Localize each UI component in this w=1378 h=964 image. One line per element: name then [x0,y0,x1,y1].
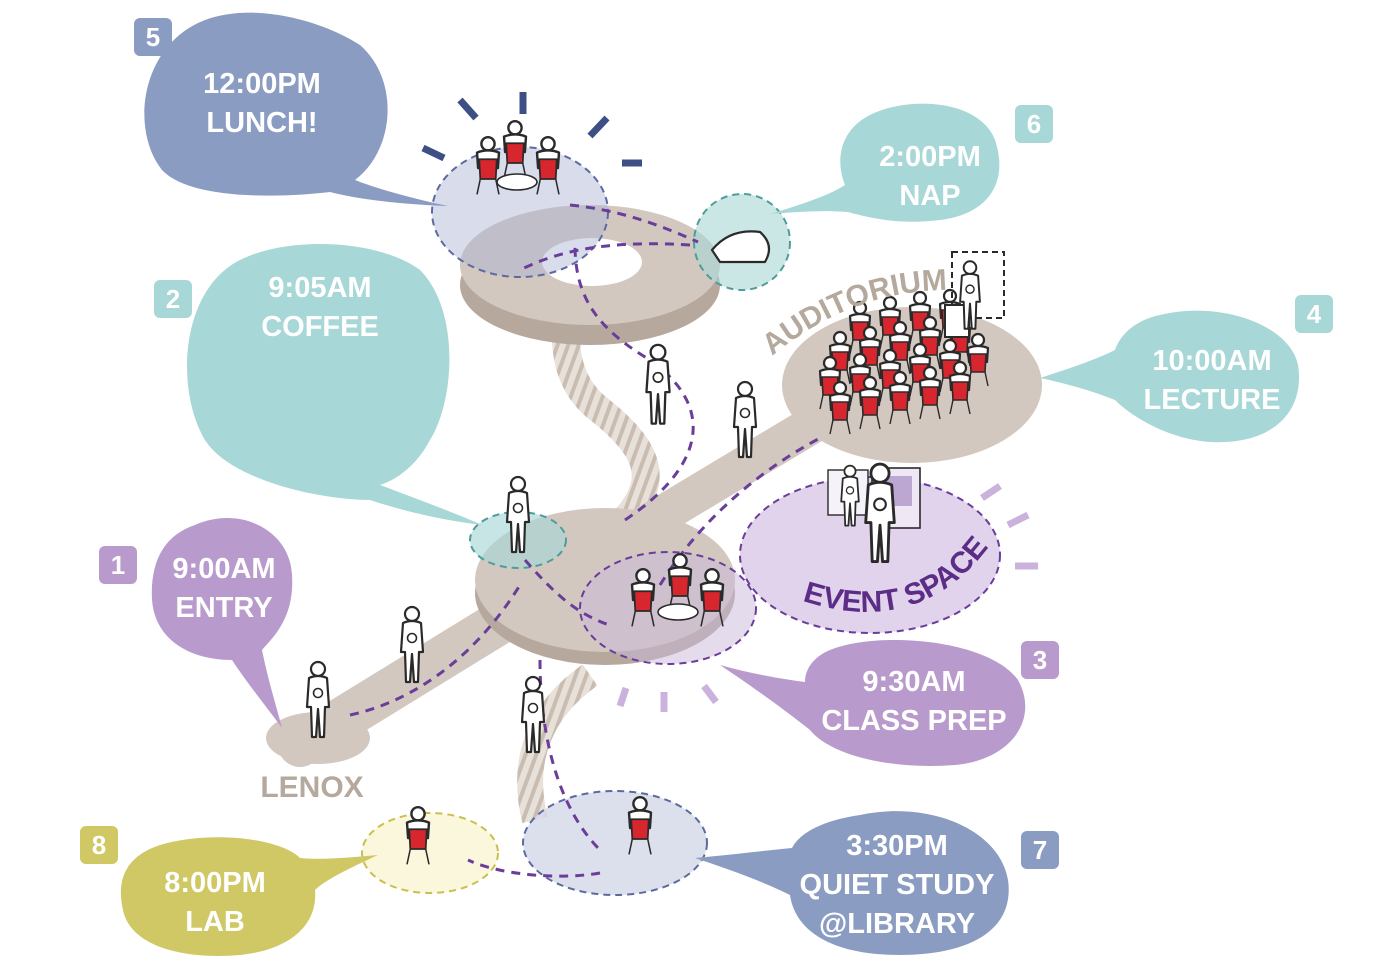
zone-lunch [431,146,609,278]
badge-2 [154,280,192,318]
bubble-quiet-study [695,811,1009,955]
badge-6 [1015,105,1053,143]
lunch-activity: LUNCH! [206,107,317,139]
audience-seat-20 [948,360,972,415]
badge-8 [80,826,118,864]
badge-7-number: 7 [1033,835,1047,865]
person-event-back [840,464,860,527]
stop-4-lecture: 10:00AM LECTURE 4 [1040,295,1333,443]
route-classprep-lecture [658,436,821,586]
person-stair-lower [520,675,546,754]
bubble-lunch [144,12,448,207]
quietstudy-location: @LIBRARY [819,908,975,940]
nap-time: 2:00PM [879,141,981,173]
person-lunch-center [502,119,528,179]
zone-lab [361,812,499,894]
badge-8-number: 8 [92,830,106,860]
walkway-network [266,205,1042,824]
person-event [864,462,896,564]
person-lunch-right [535,135,561,195]
badge-7 [1021,831,1059,869]
route-lunch-nap [569,203,699,244]
nap-activity: NAP [899,180,960,212]
coffee-activity: COFFEE [261,311,379,343]
stop-6-nap: 2:00PM NAP 6 [770,103,1053,222]
classprep-emphasis-ticks [616,683,719,712]
lab-activity: LAB [185,906,245,938]
person-library [627,795,653,855]
route-library-lab [467,858,601,878]
entry-time: 9:00AM [172,553,275,585]
zone-library [522,790,708,896]
route-hub-library [538,659,602,852]
bubble-entry [151,518,293,728]
label-lenox: LENOX [260,771,363,804]
stop-5-lunch: 12:00PM LUNCH! 5 [134,12,448,207]
coffee-time: 9:05AM [268,272,371,304]
lecturer-podium [944,251,1005,338]
lunch-table [496,173,538,191]
ring-hole [542,238,642,286]
event-emphasis-ticks [980,483,1038,570]
badge-5 [134,18,172,56]
person-stair-upper [645,343,671,425]
badge-3-number: 3 [1033,645,1047,675]
classprep-time: 9:30AM [862,666,965,698]
audience-seat-16 [828,380,852,435]
person-classprep-right [699,567,725,627]
quietstudy-activity: QUIET STUDY [800,869,995,901]
lenox-pad [266,712,370,764]
lunch-time: 12:00PM [203,68,321,100]
bubble-class-prep [720,640,1026,766]
audience-seat-15 [966,332,990,387]
audience-seat-18 [888,370,912,425]
person-lecturer [959,260,981,330]
person-classprep-left [630,567,656,627]
quietstudy-time: 3:30PM [846,830,948,862]
lunch-emphasis-ticks [421,92,642,167]
badge-6-number: 6 [1027,109,1041,139]
classprep-activity: CLASS PREP [821,705,1006,737]
stop-3-class-prep: 9:30AM CLASS PREP 3 [720,640,1059,766]
audience-seat-17 [858,375,882,430]
audience-seat-6 [858,325,882,380]
people [269,119,981,865]
badge-1 [99,546,137,584]
person-lab [405,805,431,865]
person-walkway [399,605,425,684]
lab-time: 8:00PM [164,867,266,899]
bubble-coffee [187,243,483,525]
badge-2-number: 2 [166,284,180,314]
badge-4-number: 4 [1307,299,1322,329]
bubble-lecture [1040,310,1300,443]
lecture-time: 10:00AM [1152,345,1271,377]
person-entry [305,660,331,739]
route-coffee-classprep [523,559,613,628]
badge-1-number: 1 [111,550,125,580]
person-napping [710,230,771,264]
stop-7-quiet-study: 3:30PM QUIET STUDY @LIBRARY 7 [695,811,1059,955]
stop-1-entry: 9:00AM ENTRY 1 [99,518,293,728]
stop-2-coffee: 9:05AM COFFEE 2 [154,243,483,525]
bubble-nap [770,103,1000,222]
person-classprep-center [667,552,693,612]
zone-event-space [739,476,1001,634]
person-lunch-left [475,135,501,195]
lecture-activity: LECTURE [1144,384,1281,416]
entry-activity: ENTRY [175,592,272,624]
audience-seat-19 [918,365,942,420]
route-nap-hub [519,242,691,272]
stop-8-lab: 8:00PM LAB 8 [80,826,378,956]
person-coffee [505,475,531,554]
classprep-table [657,603,699,621]
person-walkway-auditorium [732,380,758,459]
badge-3 [1021,641,1059,679]
badge-5-number: 5 [146,22,160,52]
bubble-lab [120,837,378,956]
badge-4 [1295,295,1333,333]
